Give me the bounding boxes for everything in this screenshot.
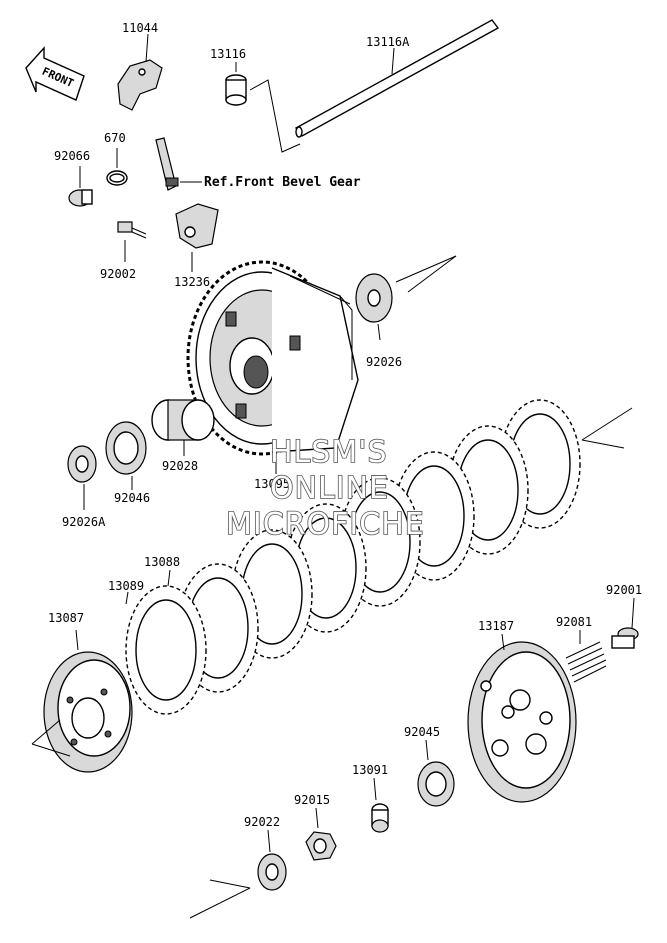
label-92026A: 92026A (62, 515, 106, 529)
part-92026A-washer[interactable] (67, 445, 97, 510)
label-13116A: 13116A (366, 35, 410, 49)
label-92022: 92022 (244, 815, 280, 829)
watermark-line-3: MICROFICHE (226, 507, 425, 542)
label-13088: 13088 (144, 555, 180, 569)
part-92028-sleeve[interactable] (151, 399, 215, 456)
label-13089: 13089 (108, 579, 144, 593)
clutch-plate-stack (125, 399, 633, 715)
label-13187: 13187 (478, 619, 514, 633)
front-arrow-icon: FRONT (25, 46, 85, 101)
label-670: 670 (104, 131, 126, 145)
part-13116-pushrod-short[interactable] (225, 62, 301, 153)
part-670-o-ring[interactable] (106, 148, 128, 186)
watermark-line-1: HLSM'S (270, 435, 388, 470)
part-13236-lever[interactable] (175, 203, 219, 272)
label-92028: 92028 (162, 459, 198, 473)
part-13116A-pushrod-long[interactable] (294, 19, 500, 138)
label-92001: 92001 (606, 583, 642, 597)
part-92066-plug[interactable] (68, 166, 93, 207)
label-13236: 13236 (174, 275, 210, 289)
label-92046: 92046 (114, 491, 150, 505)
label-92002: 92002 (100, 267, 136, 281)
part-92026-washer[interactable] (355, 255, 457, 341)
part-13087-clutch-hub[interactable] (31, 629, 133, 773)
watermark-line-2: ONLINE (270, 471, 389, 506)
label-13091: 13091 (352, 763, 388, 777)
part-92045-ball-bearing[interactable] (417, 739, 455, 807)
part-13095-clutch-housing[interactable] (186, 260, 359, 474)
label-92045: 92045 (404, 725, 440, 739)
part-92002-bolt[interactable] (117, 221, 147, 262)
part-13091-spacer[interactable] (371, 777, 389, 833)
part-13187-pressure-plate[interactable] (467, 633, 577, 803)
label-13116: 13116 (210, 47, 246, 61)
label-92026: 92026 (366, 355, 402, 369)
part-92001-bolt[interactable] (611, 597, 639, 649)
part-92081-spring[interactable] (565, 630, 607, 683)
reference-note: Ref.Front Bevel Gear (204, 175, 361, 190)
part-92022-washer[interactable] (189, 829, 287, 919)
front-bevel-gear-shaft (155, 137, 202, 191)
label-92066: 92066 (54, 149, 90, 163)
label-92015: 92015 (294, 793, 330, 807)
label-92081: 92081 (556, 615, 592, 629)
part-11044-bracket[interactable] (117, 33, 163, 111)
part-92015-nut[interactable] (305, 807, 337, 861)
label-11044: 11044 (122, 21, 158, 35)
label-13087: 13087 (48, 611, 84, 625)
part-92046-needle-bearing[interactable] (105, 421, 147, 490)
label-13095: 13095 (254, 477, 290, 491)
